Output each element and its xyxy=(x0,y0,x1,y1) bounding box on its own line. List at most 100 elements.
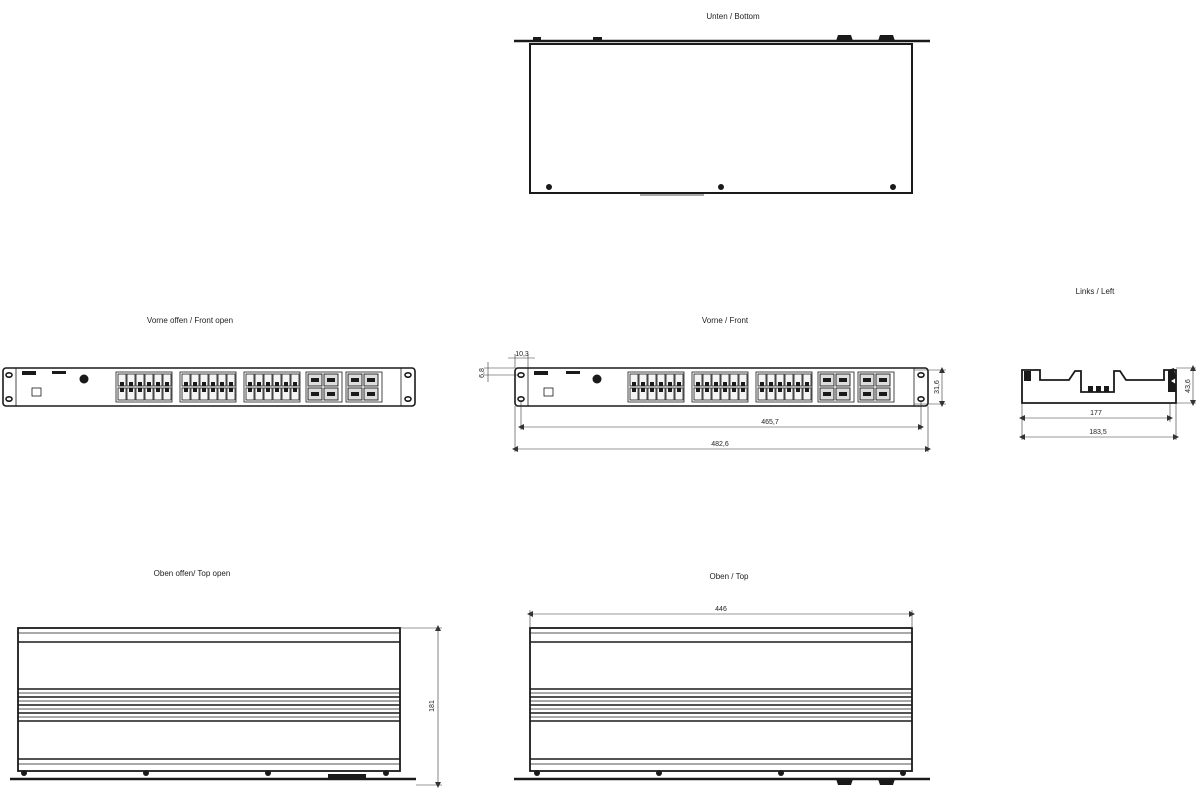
front-open-label xyxy=(52,371,66,374)
left-slot-3 xyxy=(1104,386,1109,392)
top-open-view-title: Oben offen/ Top open xyxy=(154,569,231,578)
rj45-latch xyxy=(641,388,645,392)
sfp-slot xyxy=(327,392,335,396)
rj45-latch xyxy=(138,382,142,386)
rj45-latch xyxy=(760,388,764,392)
top-open-screw-4 xyxy=(383,770,389,776)
rj45-latch xyxy=(741,388,745,392)
front-console-port xyxy=(543,387,554,397)
rj45-latch xyxy=(184,388,188,392)
rj45-group-1 xyxy=(627,371,685,403)
rj45-latch xyxy=(778,382,782,386)
sfp-group-2 xyxy=(345,371,383,403)
rj45-latch xyxy=(193,388,197,392)
bottom-screw-mid xyxy=(718,184,724,190)
rj45-group-2 xyxy=(691,371,749,403)
rj45-latch xyxy=(193,382,197,386)
rj45-latch xyxy=(787,382,791,386)
front-hole-bl xyxy=(517,395,525,402)
top-open-screw-3 xyxy=(265,770,271,776)
rj45-latch xyxy=(275,382,279,386)
rj45-latch xyxy=(696,388,700,392)
bottom-foot-mid xyxy=(593,37,602,41)
rj45-group-3 xyxy=(755,371,813,403)
top-screw-2 xyxy=(656,770,662,776)
sfp-group-2 xyxy=(857,371,895,403)
rj45-latch xyxy=(202,388,206,392)
bottom-view: Unten / Bottom xyxy=(514,12,930,196)
rj45-latch xyxy=(284,382,288,386)
rj45-latch xyxy=(229,388,233,392)
rj45-latch xyxy=(705,388,709,392)
sfp-slot xyxy=(823,378,831,382)
rj45-latch xyxy=(668,382,672,386)
front-open-view: Vorne offen / Front open xyxy=(2,316,416,407)
top-open-screw-1 xyxy=(21,770,27,776)
rj45-latch xyxy=(787,388,791,392)
rj45-latch xyxy=(760,382,764,386)
rj45-latch xyxy=(769,382,773,386)
bottom-screw-left xyxy=(546,184,552,190)
bottom-body xyxy=(529,43,913,194)
rj45-latch xyxy=(732,388,736,392)
rj45-latch xyxy=(677,388,681,392)
dim-left-depth-label: 177 xyxy=(1090,410,1102,417)
front-open-view-title: Vorne offen / Front open xyxy=(147,316,233,325)
rj45-latch xyxy=(120,382,124,386)
left-slot-1 xyxy=(1088,386,1093,392)
bottom-screw-right xyxy=(890,184,896,190)
left-view: Links / Left 43,6 177 183,5 xyxy=(1019,287,1196,440)
left-view-title: Links / Left xyxy=(1076,287,1115,296)
front-open-hole-tl xyxy=(5,371,13,378)
dim-top-width-label: 446 xyxy=(715,606,727,613)
front-open-panel xyxy=(2,367,416,407)
top-view-title: Oben / Top xyxy=(710,572,750,581)
rj45-latch xyxy=(668,388,672,392)
rj45-latch xyxy=(248,382,252,386)
rj45-latch xyxy=(147,388,151,392)
rj45-latch xyxy=(257,382,261,386)
top-screw-3 xyxy=(778,770,784,776)
rj45-latch xyxy=(266,388,270,392)
rj45-latch xyxy=(120,388,124,392)
rj45-latch xyxy=(769,388,773,392)
rj45-latch xyxy=(659,382,663,386)
rj45-latch xyxy=(165,382,169,386)
rj45-latch xyxy=(293,388,297,392)
rj45-latch xyxy=(129,388,133,392)
sfp-slot xyxy=(879,392,887,396)
front-hole-tl xyxy=(517,371,525,378)
rj45-latch xyxy=(229,382,233,386)
front-port-area xyxy=(627,371,895,403)
rj45-latch xyxy=(723,388,727,392)
top-body xyxy=(529,627,913,772)
rj45-latch xyxy=(778,388,782,392)
front-view-title: Vorne / Front xyxy=(702,316,749,325)
front-open-port-area xyxy=(115,371,383,403)
rj45-latch xyxy=(156,382,160,386)
rj45-latch xyxy=(805,382,809,386)
rj45-latch xyxy=(202,382,206,386)
sfp-slot xyxy=(351,378,359,382)
front-open-hole-bl xyxy=(5,395,13,402)
rj45-latch xyxy=(220,388,224,392)
rj45-latch xyxy=(741,382,745,386)
top-open-heatsink xyxy=(18,688,400,722)
rj45-latch xyxy=(266,382,270,386)
rj45-latch xyxy=(275,388,279,392)
dim-hole-offset-label: 6,8 xyxy=(479,368,486,378)
front-hole-tr xyxy=(917,371,925,378)
sfp-group-1 xyxy=(817,371,855,403)
dim-total-width-label: 482,6 xyxy=(711,441,729,448)
front-open-hole-br xyxy=(404,395,412,402)
left-profile xyxy=(1021,369,1177,404)
front-panel xyxy=(514,367,929,407)
rj45-group-3 xyxy=(243,371,301,403)
sfp-slot xyxy=(311,378,319,382)
bottom-connector-1 xyxy=(836,35,853,41)
top-screw-4 xyxy=(900,770,906,776)
sfp-slot xyxy=(327,378,335,382)
sfp-slot xyxy=(839,378,847,382)
rj45-latch xyxy=(723,382,727,386)
front-open-reset xyxy=(79,374,89,384)
